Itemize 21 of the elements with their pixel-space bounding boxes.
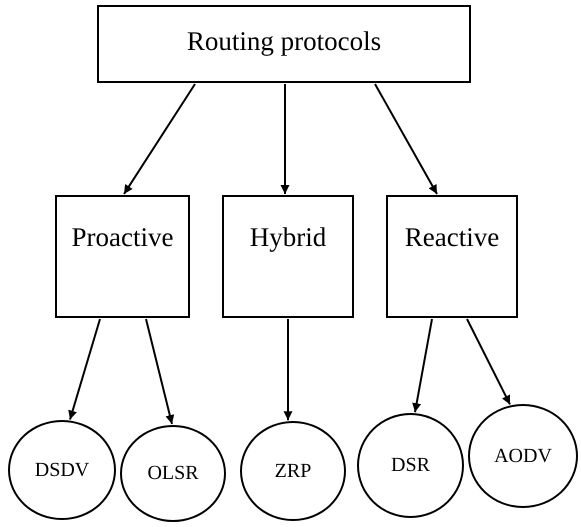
category-box bbox=[222, 195, 354, 318]
node-label: Hybrid bbox=[250, 221, 326, 254]
arrow bbox=[123, 83, 196, 195]
node-label: AODV bbox=[494, 444, 552, 468]
node-label: DSR bbox=[391, 453, 430, 478]
category-box bbox=[97, 5, 471, 83]
category-box bbox=[386, 195, 518, 318]
arrow bbox=[280, 84, 290, 194]
node-label: Reactive bbox=[404, 221, 500, 254]
arrow bbox=[412, 318, 433, 412]
arrow bbox=[284, 319, 292, 420]
node-label: DSDV bbox=[34, 458, 90, 482]
category-box bbox=[55, 195, 190, 318]
arrow bbox=[374, 84, 438, 194]
node-label: Routing protocols bbox=[186, 25, 382, 58]
arrow bbox=[145, 318, 174, 424]
node-label: Proactive bbox=[72, 221, 174, 254]
node-label: OLSR bbox=[147, 461, 199, 486]
arrow bbox=[466, 318, 511, 405]
arrow bbox=[68, 318, 101, 420]
node-label: ZRP bbox=[274, 458, 312, 484]
